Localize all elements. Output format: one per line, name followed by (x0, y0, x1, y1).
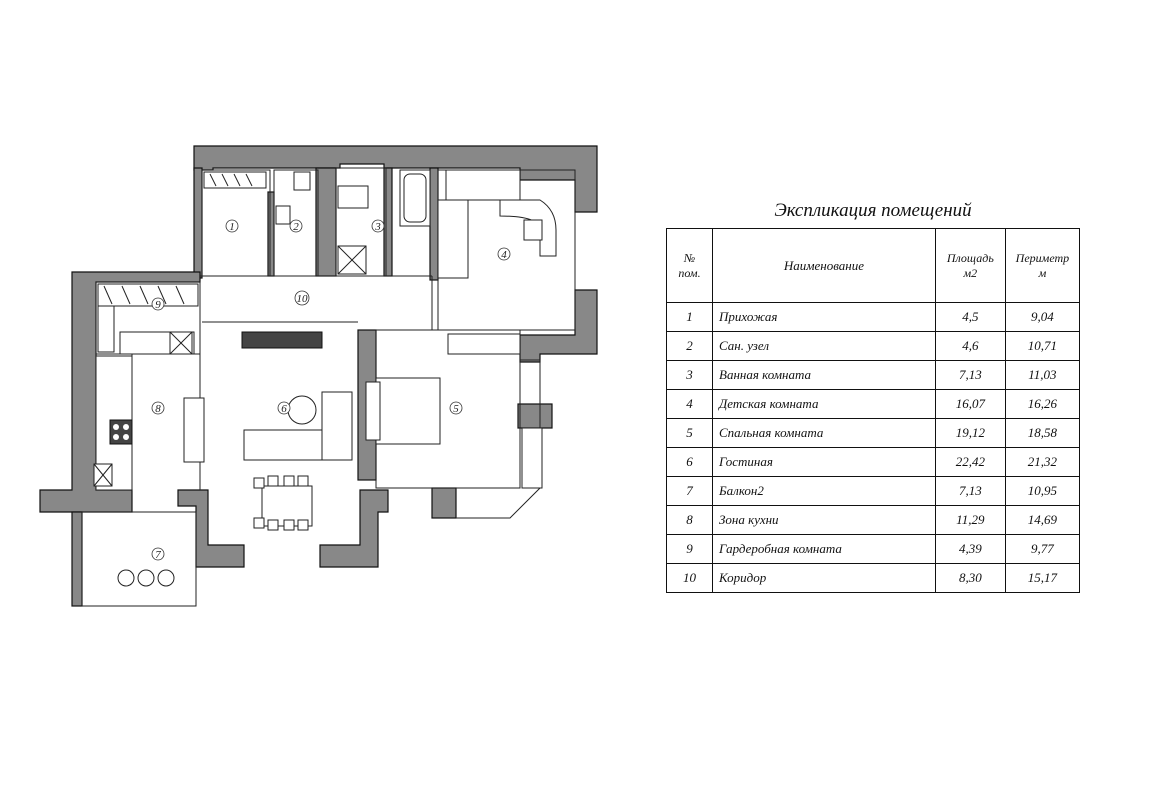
row-number: 9 (666, 534, 713, 564)
row-name: Гостиная (712, 447, 936, 477)
row-perimeter: 9,04 (1004, 302, 1081, 332)
row-area: 7,13 (934, 360, 1006, 390)
room-label-6: 6 (277, 401, 291, 415)
svg-text:8: 8 (155, 403, 161, 415)
room-label-1: 1 (225, 219, 239, 233)
svg-text:1: 1 (229, 221, 235, 233)
row-perimeter: 16,26 (1004, 389, 1081, 419)
row-perimeter: 10,71 (1004, 331, 1081, 361)
row-number: 5 (666, 418, 713, 448)
legend-title: Экспликация помещений (774, 200, 972, 221)
svg-text:7: 7 (155, 549, 161, 561)
row-number: 3 (666, 360, 713, 390)
room-label-5: 5 (449, 401, 463, 415)
row-area: 4,39 (934, 534, 1006, 564)
row-perimeter: 15,17 (1004, 563, 1081, 593)
svg-text:2: 2 (293, 221, 299, 233)
row-perimeter: 9,77 (1004, 534, 1081, 564)
row-name: Спальная комната (712, 418, 936, 448)
row-name: Коридор (712, 563, 936, 593)
room-label-4: 4 (497, 247, 511, 261)
row-name: Зона кухни (712, 505, 936, 535)
room-label-8: 8 (151, 401, 165, 415)
svg-text:10: 10 (297, 293, 309, 305)
row-area: 4,6 (934, 331, 1006, 361)
room-label-2: 2 (289, 219, 303, 233)
row-area: 4,5 (934, 302, 1006, 332)
row-area: 8,30 (934, 563, 1006, 593)
floor-plan: 1 2 3 4 5 6 7 8 9 10 (39, 145, 598, 607)
row-name: Детская комната (712, 389, 936, 419)
header-name: Наименование (712, 228, 936, 303)
row-area: 11,29 (934, 505, 1006, 535)
room-label-3: 3 (371, 219, 385, 233)
row-number: 4 (666, 389, 713, 419)
svg-text:9: 9 (155, 299, 161, 311)
row-area: 16,07 (934, 389, 1006, 419)
svg-text:6: 6 (281, 403, 287, 415)
row-number: 6 (666, 447, 713, 477)
row-perimeter: 11,03 (1004, 360, 1081, 390)
svg-text:3: 3 (374, 221, 381, 233)
row-name: Сан. узел (712, 331, 936, 361)
room-labels: 1 2 3 4 5 6 7 8 9 10 (151, 219, 511, 561)
row-number: 2 (666, 331, 713, 361)
row-area: 7,13 (934, 476, 1006, 506)
row-perimeter: 21,32 (1004, 447, 1081, 477)
room-label-9: 9 (151, 297, 165, 311)
row-area: 22,42 (934, 447, 1006, 477)
row-area: 19,12 (934, 418, 1006, 448)
row-perimeter: 14,69 (1004, 505, 1081, 535)
row-number: 7 (666, 476, 713, 506)
row-number: 10 (666, 563, 713, 593)
row-number: 8 (666, 505, 713, 535)
row-perimeter: 10,95 (1004, 476, 1081, 506)
svg-text:4: 4 (501, 249, 507, 261)
row-name: Гардеробная комната (712, 534, 936, 564)
furniture (93, 169, 557, 587)
row-name: Прихожая (712, 302, 936, 332)
row-perimeter: 18,58 (1004, 418, 1081, 448)
row-name: Ванная комната (712, 360, 936, 390)
svg-text:5: 5 (453, 403, 459, 415)
room-label-7: 7 (151, 547, 165, 561)
row-number: 1 (666, 302, 713, 332)
room-label-10: 10 (294, 290, 310, 306)
row-name: Балкон2 (712, 476, 936, 506)
